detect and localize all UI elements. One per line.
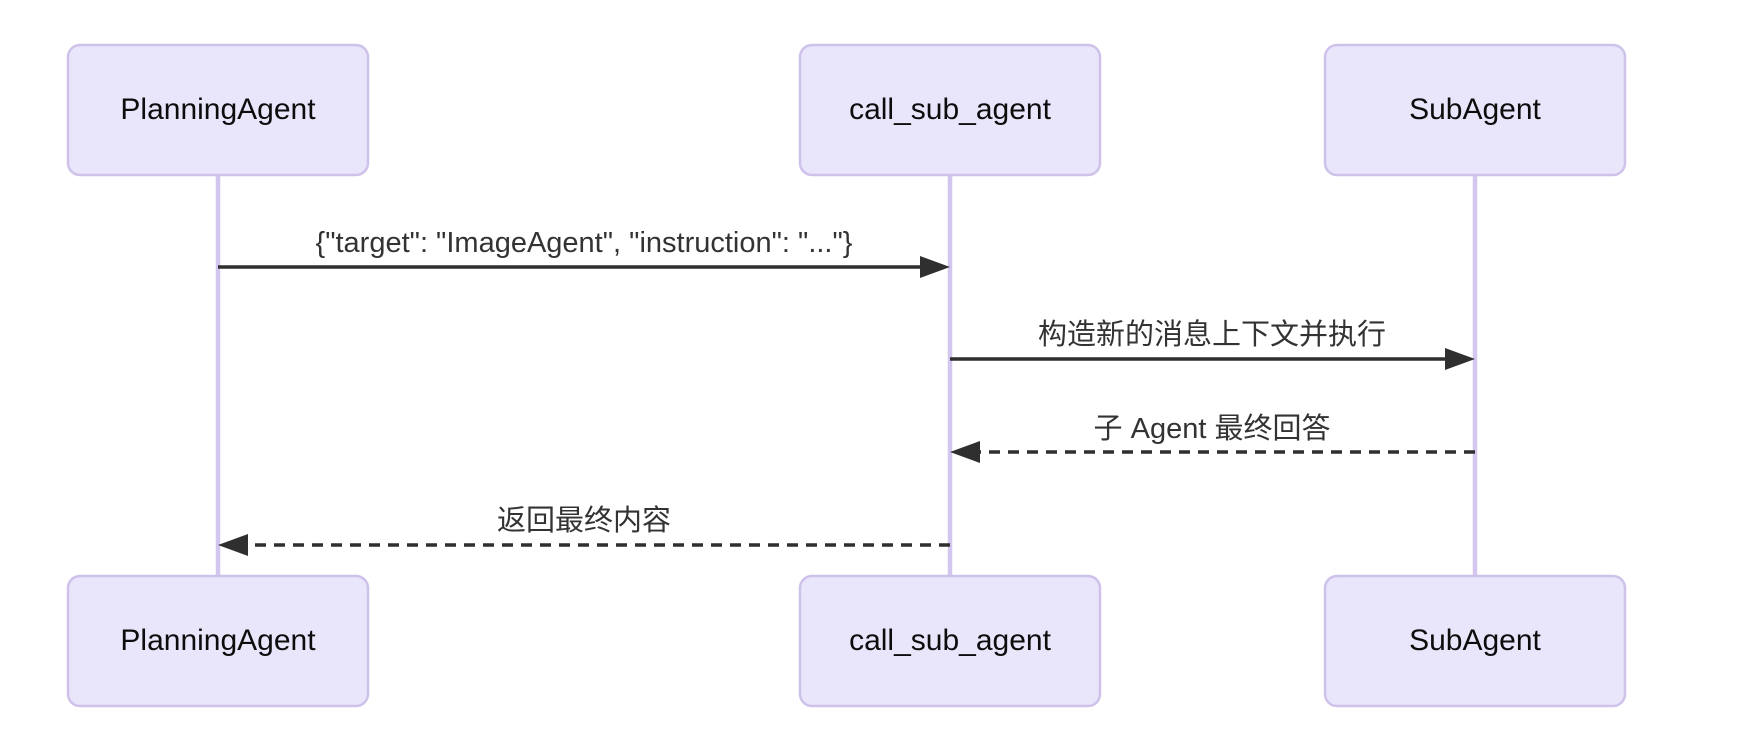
actor-box-planningagent-top <box>66 43 370 177</box>
actor-box-subagent-top <box>1323 43 1627 177</box>
actor-top-call-sub-agent: call_sub_agent <box>798 43 1102 177</box>
message-arrowhead-1 <box>920 256 950 278</box>
actor-top-subagent: SubAgent <box>1323 43 1627 177</box>
actor-label-subagent-bottom: SubAgent <box>1409 624 1541 657</box>
actor-bottom-subagent: SubAgent <box>1323 574 1627 708</box>
message-4: 返回最终内容 <box>218 504 950 556</box>
message-1: {"target": "ImageAgent", "instruction": … <box>218 227 950 278</box>
actor-box-call-sub-agent-bottom <box>798 574 1102 708</box>
actor-label-subagent-top: SubAgent <box>1409 93 1541 126</box>
actor-box-call-sub-agent-top <box>798 43 1102 177</box>
message-arrowhead-4 <box>218 534 248 556</box>
actor-label-call-sub-agent-top: call_sub_agent <box>849 93 1051 126</box>
message-arrowhead-3 <box>950 441 980 463</box>
actor-label-planningagent-bottom: PlanningAgent <box>120 624 316 657</box>
message-arrowhead-2 <box>1445 348 1475 370</box>
message-label-2: 构造新的消息上下文并执行 <box>1038 318 1386 351</box>
message-label-4: 返回最终内容 <box>497 504 671 537</box>
message-label-1: {"target": "ImageAgent", "instruction": … <box>316 227 853 259</box>
actor-bottom-planningagent: PlanningAgent <box>66 574 370 708</box>
actor-bottom-call-sub-agent: call_sub_agent <box>798 574 1102 708</box>
message-3: 子 Agent 最终回答 <box>950 412 1475 463</box>
actor-label-planningagent-top: PlanningAgent <box>120 93 316 126</box>
message-label-3: 子 Agent 最终回答 <box>1094 412 1331 445</box>
actor-box-planningagent-bottom <box>66 574 370 708</box>
actor-box-subagent-bottom <box>1323 574 1627 708</box>
actor-top-planningagent: PlanningAgent <box>66 43 370 177</box>
actor-label-call-sub-agent-bottom: call_sub_agent <box>849 624 1051 657</box>
message-2: 构造新的消息上下文并执行 <box>950 318 1475 370</box>
